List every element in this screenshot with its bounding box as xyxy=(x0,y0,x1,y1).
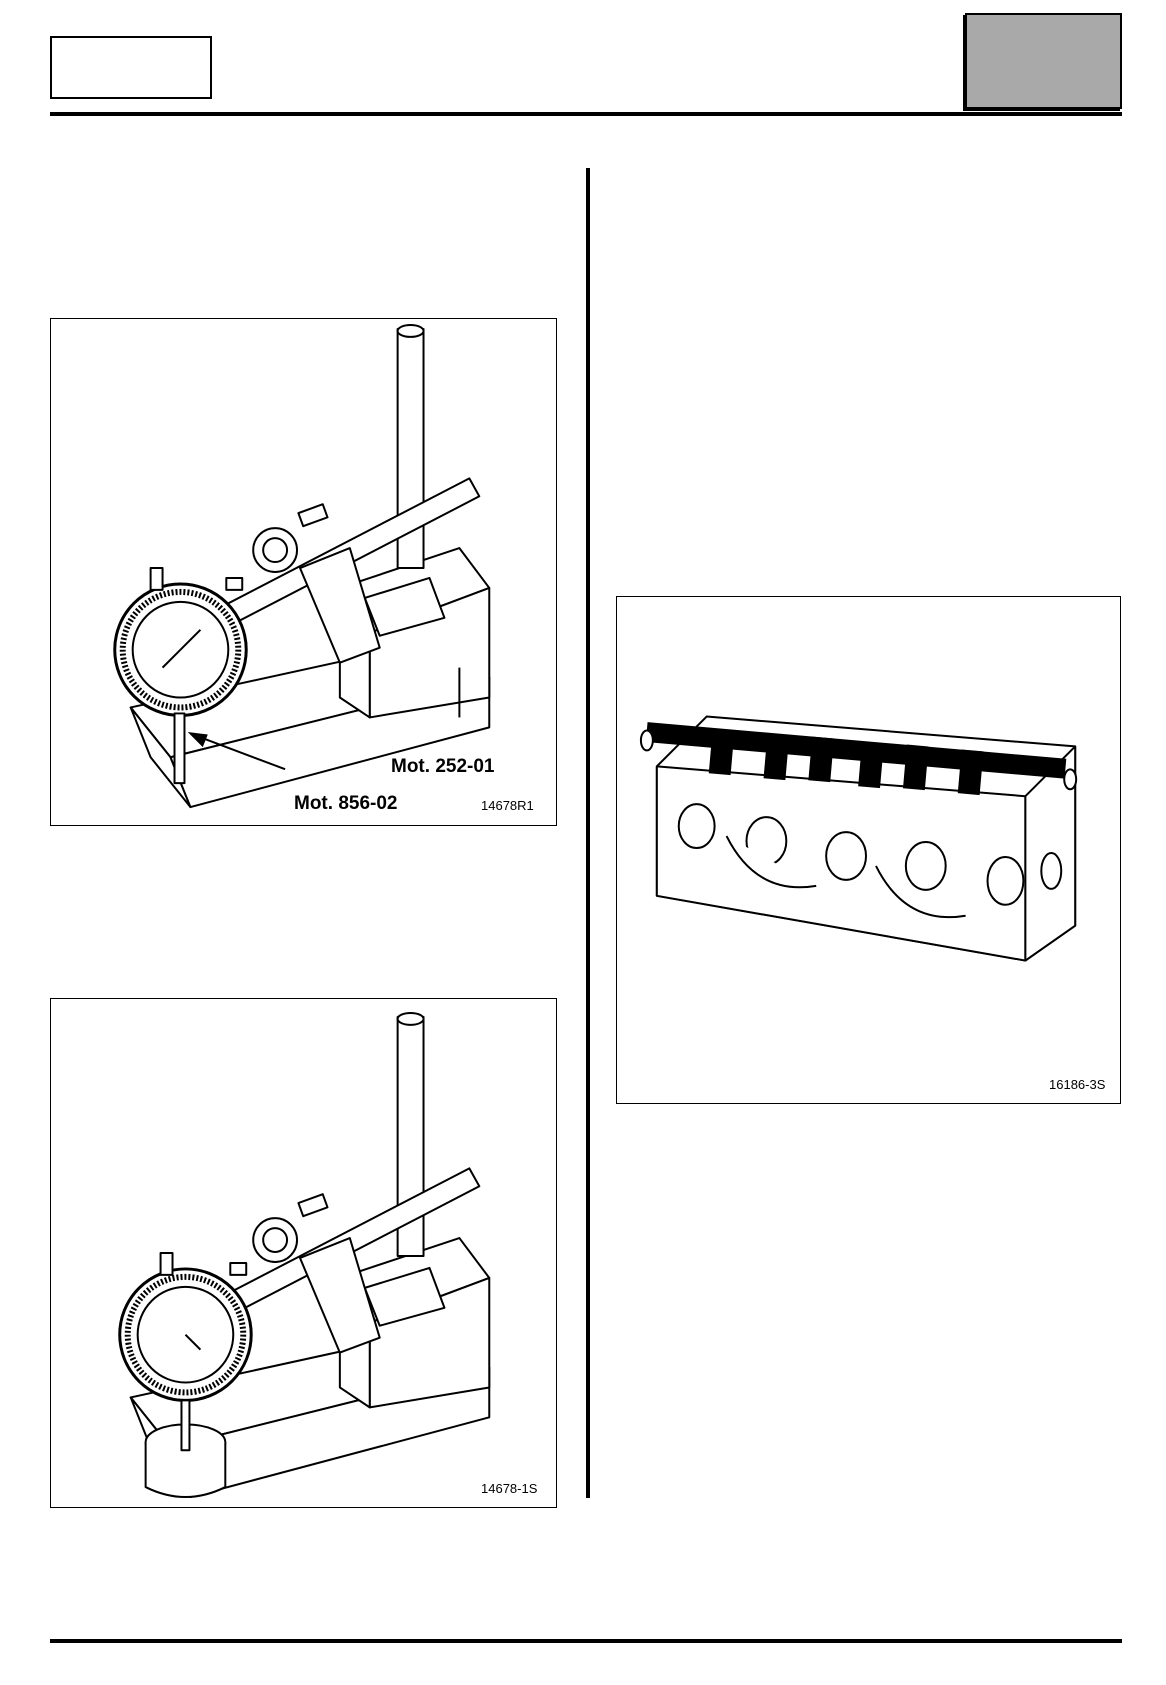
callout-mot-252-01: Mot. 252-01 xyxy=(391,756,495,777)
header-right-tab xyxy=(965,13,1122,109)
callout-mot-856-02: Mot. 856-02 xyxy=(294,793,398,814)
gauge-stand-illustration xyxy=(113,323,491,809)
figure-cylinder-head: 16186-3S xyxy=(616,596,1121,1104)
figure-ref: 14678R1 xyxy=(481,798,534,813)
header-left-box xyxy=(50,36,212,99)
figure-ref: 14678-1S xyxy=(481,1481,538,1496)
cylinder-head-illustration xyxy=(639,715,1078,962)
figure-gauge-callouts: Mot. 252-01 Mot. 856-02 14678R1 xyxy=(50,318,557,826)
figure-ref: 16186-3S xyxy=(1049,1077,1106,1092)
gauge-tappet-illustration xyxy=(118,1011,491,1499)
footer-rule xyxy=(50,1639,1122,1643)
figure-gauge-tappet: 14678-1S xyxy=(50,998,557,1508)
column-divider xyxy=(586,168,590,1498)
header-rule xyxy=(50,112,1122,116)
